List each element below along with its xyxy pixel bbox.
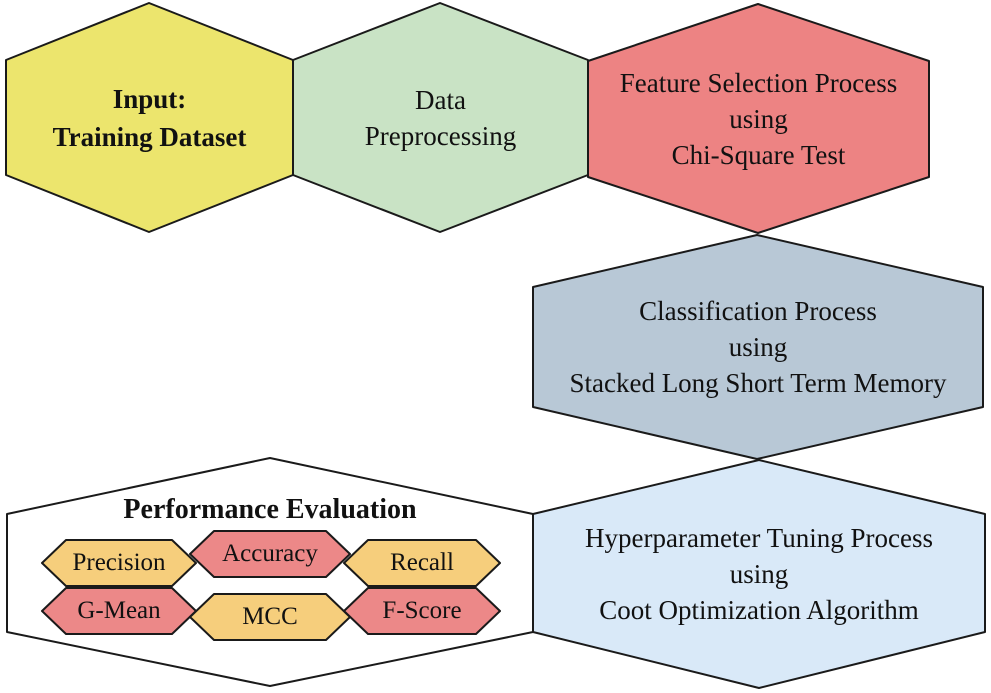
input-hexagon: [5, 2, 294, 233]
hyperparameter-tuning-hexagon: [532, 459, 986, 689]
mcc-hexagon: [189, 593, 351, 641]
data-preprocessing-hexagon: [292, 2, 589, 233]
recall-hexagon: [343, 539, 501, 587]
gmean-hexagon: [41, 587, 197, 635]
fscore-hexagon: [343, 587, 501, 635]
classification-hexagon: [532, 234, 984, 460]
precision-hexagon: [41, 539, 197, 587]
accuracy-hexagon: [189, 530, 351, 578]
feature-selection-hexagon: [587, 3, 930, 234]
